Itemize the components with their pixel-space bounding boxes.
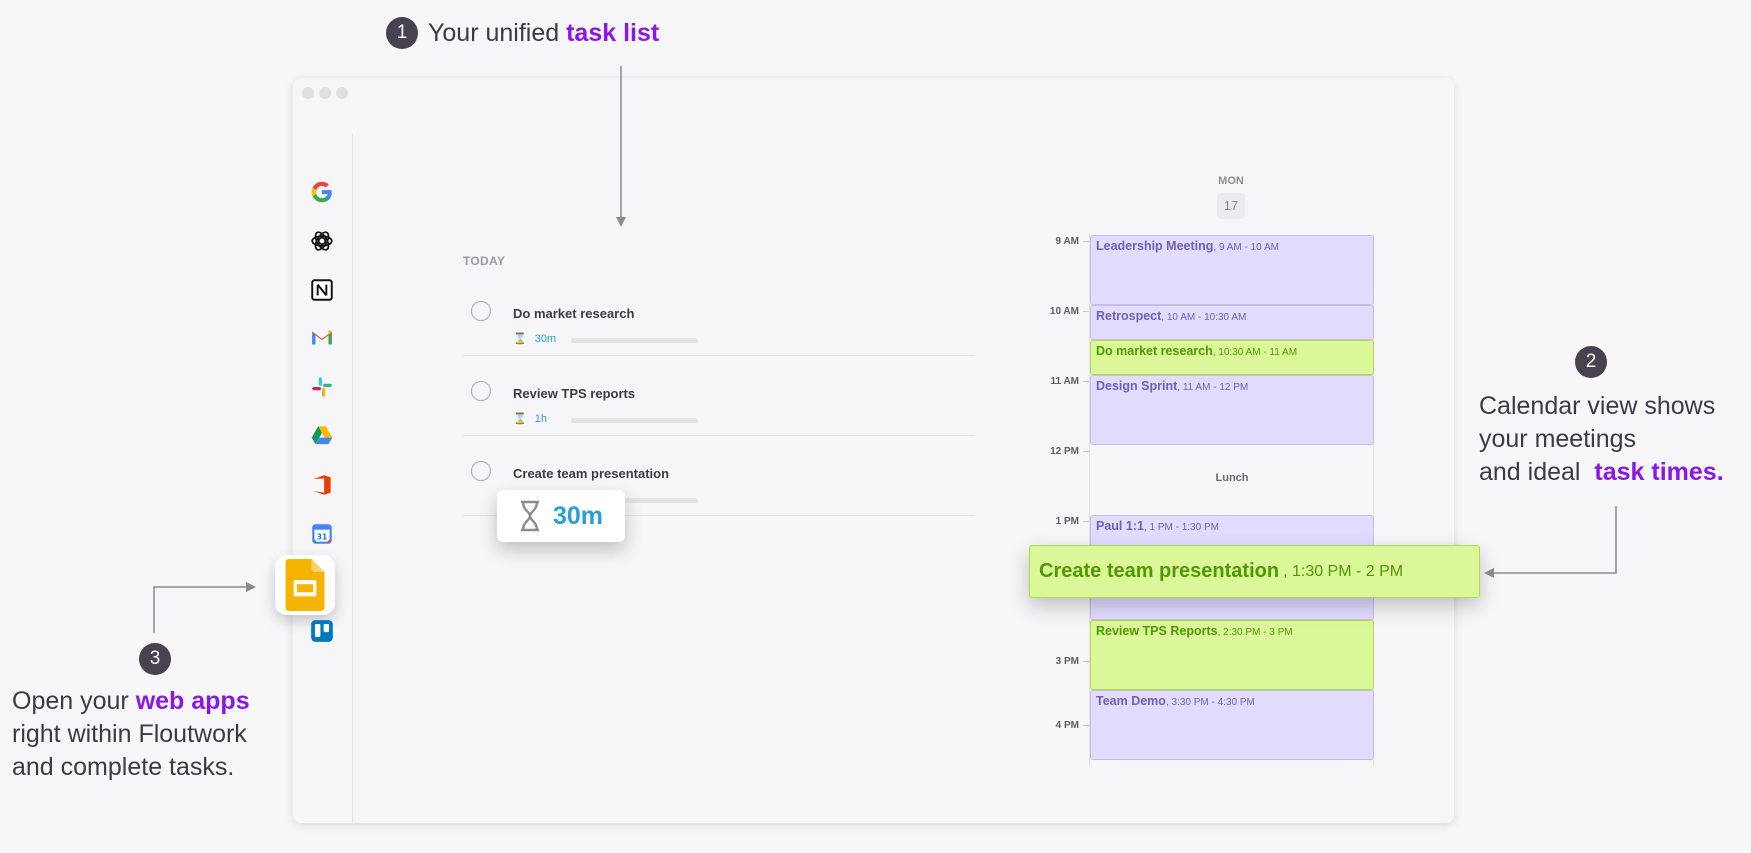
event-name: Paul 1:1 — [1096, 519, 1144, 533]
event-name: Design Sprint — [1096, 379, 1178, 393]
hour-tick — [1083, 521, 1089, 522]
task-title: Create team presentation — [513, 466, 670, 481]
callout-webapps-text: Open your web apps right within Floutwor… — [12, 685, 250, 784]
event-time: , 11 AM - 12 PM — [1177, 382, 1249, 393]
calendar-day: MON — [1218, 175, 1244, 187]
drag-duration-value: 30m — [553, 501, 604, 530]
task-progress-bar — [571, 338, 698, 343]
calendar-event[interactable]: Do market research, 10:30 AM - 11 AM — [1090, 340, 1374, 375]
minimize-dot[interactable] — [319, 87, 331, 99]
notion-icon[interactable] — [308, 276, 336, 304]
event-name: Create team presentation — [1039, 560, 1280, 582]
chatgpt-icon[interactable] — [308, 227, 336, 255]
google-drive-icon[interactable] — [308, 422, 336, 450]
callout-line: Calendar view shows — [1479, 392, 1716, 420]
event-name: Review TPS Reports — [1096, 624, 1218, 638]
callout-line: and ideal — [1479, 458, 1588, 486]
hourglass-icon — [521, 500, 539, 532]
hour-tick — [1083, 241, 1089, 242]
task-title: Do market research — [513, 306, 635, 321]
lunch-label: Lunch — [1215, 472, 1249, 484]
trello-icon[interactable] — [308, 617, 336, 645]
event-name: Team Demo — [1096, 694, 1166, 708]
today-section-label: TODAY — [463, 254, 506, 268]
task-duration-value: 1h — [534, 412, 547, 425]
task-item[interactable]: Create team presentation — [463, 436, 975, 516]
event-time: , 9 AM - 10 AM — [1213, 242, 1279, 253]
svg-text:31: 31 — [317, 532, 328, 541]
google-calendar-icon[interactable]: 31 — [308, 520, 336, 548]
event-name: Retrospect — [1096, 309, 1162, 323]
hour-tick — [1083, 725, 1089, 726]
event-time: , 1:30 PM - 2 PM — [1283, 562, 1404, 580]
office-icon[interactable] — [308, 471, 336, 499]
slack-icon[interactable] — [308, 373, 336, 401]
sidebar-divider — [352, 134, 353, 823]
event-name: Do market research — [1096, 344, 1213, 358]
callout-highlight: web apps — [135, 687, 250, 715]
callout-line: your meetings — [1479, 425, 1637, 453]
callout-number-3: 3 — [139, 643, 171, 675]
drag-duration-chip[interactable]: 30m — [497, 490, 625, 542]
callout-number-2: 2 — [1575, 346, 1607, 378]
task-item[interactable]: Do market research ⌛ 30m — [463, 276, 975, 356]
callout-highlight: task list — [566, 18, 660, 47]
calendar-event[interactable]: Design Sprint, 11 AM - 12 PM — [1090, 375, 1374, 445]
calendar-grid[interactable] — [1089, 234, 1374, 766]
event-time: , 1 PM - 1:30 PM — [1143, 522, 1219, 533]
task-checkbox[interactable] — [471, 381, 491, 401]
callout-calendar-text: Calendar view shows your meetings and id… — [1479, 390, 1724, 489]
hourglass-icon: ⌛ — [513, 413, 527, 425]
callout-line: and complete tasks. — [12, 753, 235, 781]
gmail-icon[interactable] — [308, 324, 336, 352]
hourglass-icon: ⌛ — [513, 333, 527, 345]
task-item[interactable]: Review TPS reports ⌛ 1h — [463, 356, 975, 436]
callout-highlight: task times — [1594, 458, 1717, 486]
hour-tick — [1083, 451, 1089, 452]
close-dot[interactable] — [302, 87, 314, 99]
task-progress-bar — [571, 498, 698, 503]
hour-label: 9 AM — [1055, 236, 1079, 247]
hour-label: 12 PM — [1050, 446, 1079, 457]
event-time: , 10:30 AM - 11 AM — [1212, 347, 1298, 358]
task-checkbox[interactable] — [471, 301, 491, 321]
callout-text: Your unified — [428, 18, 560, 47]
maximize-dot[interactable] — [336, 87, 348, 99]
window-controls — [302, 87, 348, 99]
hour-tick — [1083, 381, 1089, 382]
task-duration: ⌛ 30m — [513, 332, 557, 346]
task-checkbox[interactable] — [471, 461, 491, 481]
hour-label: 1 PM — [1055, 516, 1079, 527]
task-title: Review TPS reports — [513, 386, 636, 401]
hour-label: 3 PM — [1055, 656, 1079, 667]
calendar-date[interactable]: 17 — [1217, 193, 1245, 219]
callout-line: Open your — [12, 687, 136, 715]
event-time: , 3:30 PM - 4:30 PM — [1165, 697, 1255, 708]
event-name: Leadership Meeting — [1096, 239, 1214, 253]
calendar-event[interactable]: Retrospect, 10 AM - 10:30 AM — [1090, 305, 1374, 340]
task-duration-value: 30m — [534, 332, 557, 345]
callout-number: 1 — [386, 17, 418, 49]
callout-punct: . — [1716, 458, 1724, 486]
calendar-event[interactable]: Review TPS Reports, 2:30 PM - 3 PM — [1090, 620, 1374, 690]
dragging-task-event[interactable]: Create team presentation, 1:30 PM - 2 PM — [1029, 545, 1480, 598]
event-time: , 10 AM - 10:30 AM — [1161, 312, 1247, 323]
callout-line: right within Floutwork — [12, 720, 247, 748]
task-duration: ⌛ 1h — [513, 412, 547, 426]
hour-tick — [1083, 661, 1089, 662]
google-icon[interactable] — [308, 178, 336, 206]
hour-label: 11 AM — [1050, 376, 1079, 387]
task-progress-bar — [571, 418, 698, 423]
hour-label: 10 AM — [1049, 306, 1079, 317]
calendar-event[interactable]: Leadership Meeting, 9 AM - 10 AM — [1090, 235, 1374, 305]
hour-tick — [1083, 311, 1089, 312]
event-time: , 2:30 PM - 3 PM — [1217, 627, 1293, 638]
callout-task-list: 1 Your unified task list — [386, 17, 659, 49]
calendar-event[interactable]: Team Demo, 3:30 PM - 4:30 PM — [1090, 690, 1374, 760]
google-slides-icon — [285, 559, 325, 611]
google-slides-app-selected[interactable] — [275, 555, 335, 615]
hour-label: 4 PM — [1055, 720, 1079, 731]
